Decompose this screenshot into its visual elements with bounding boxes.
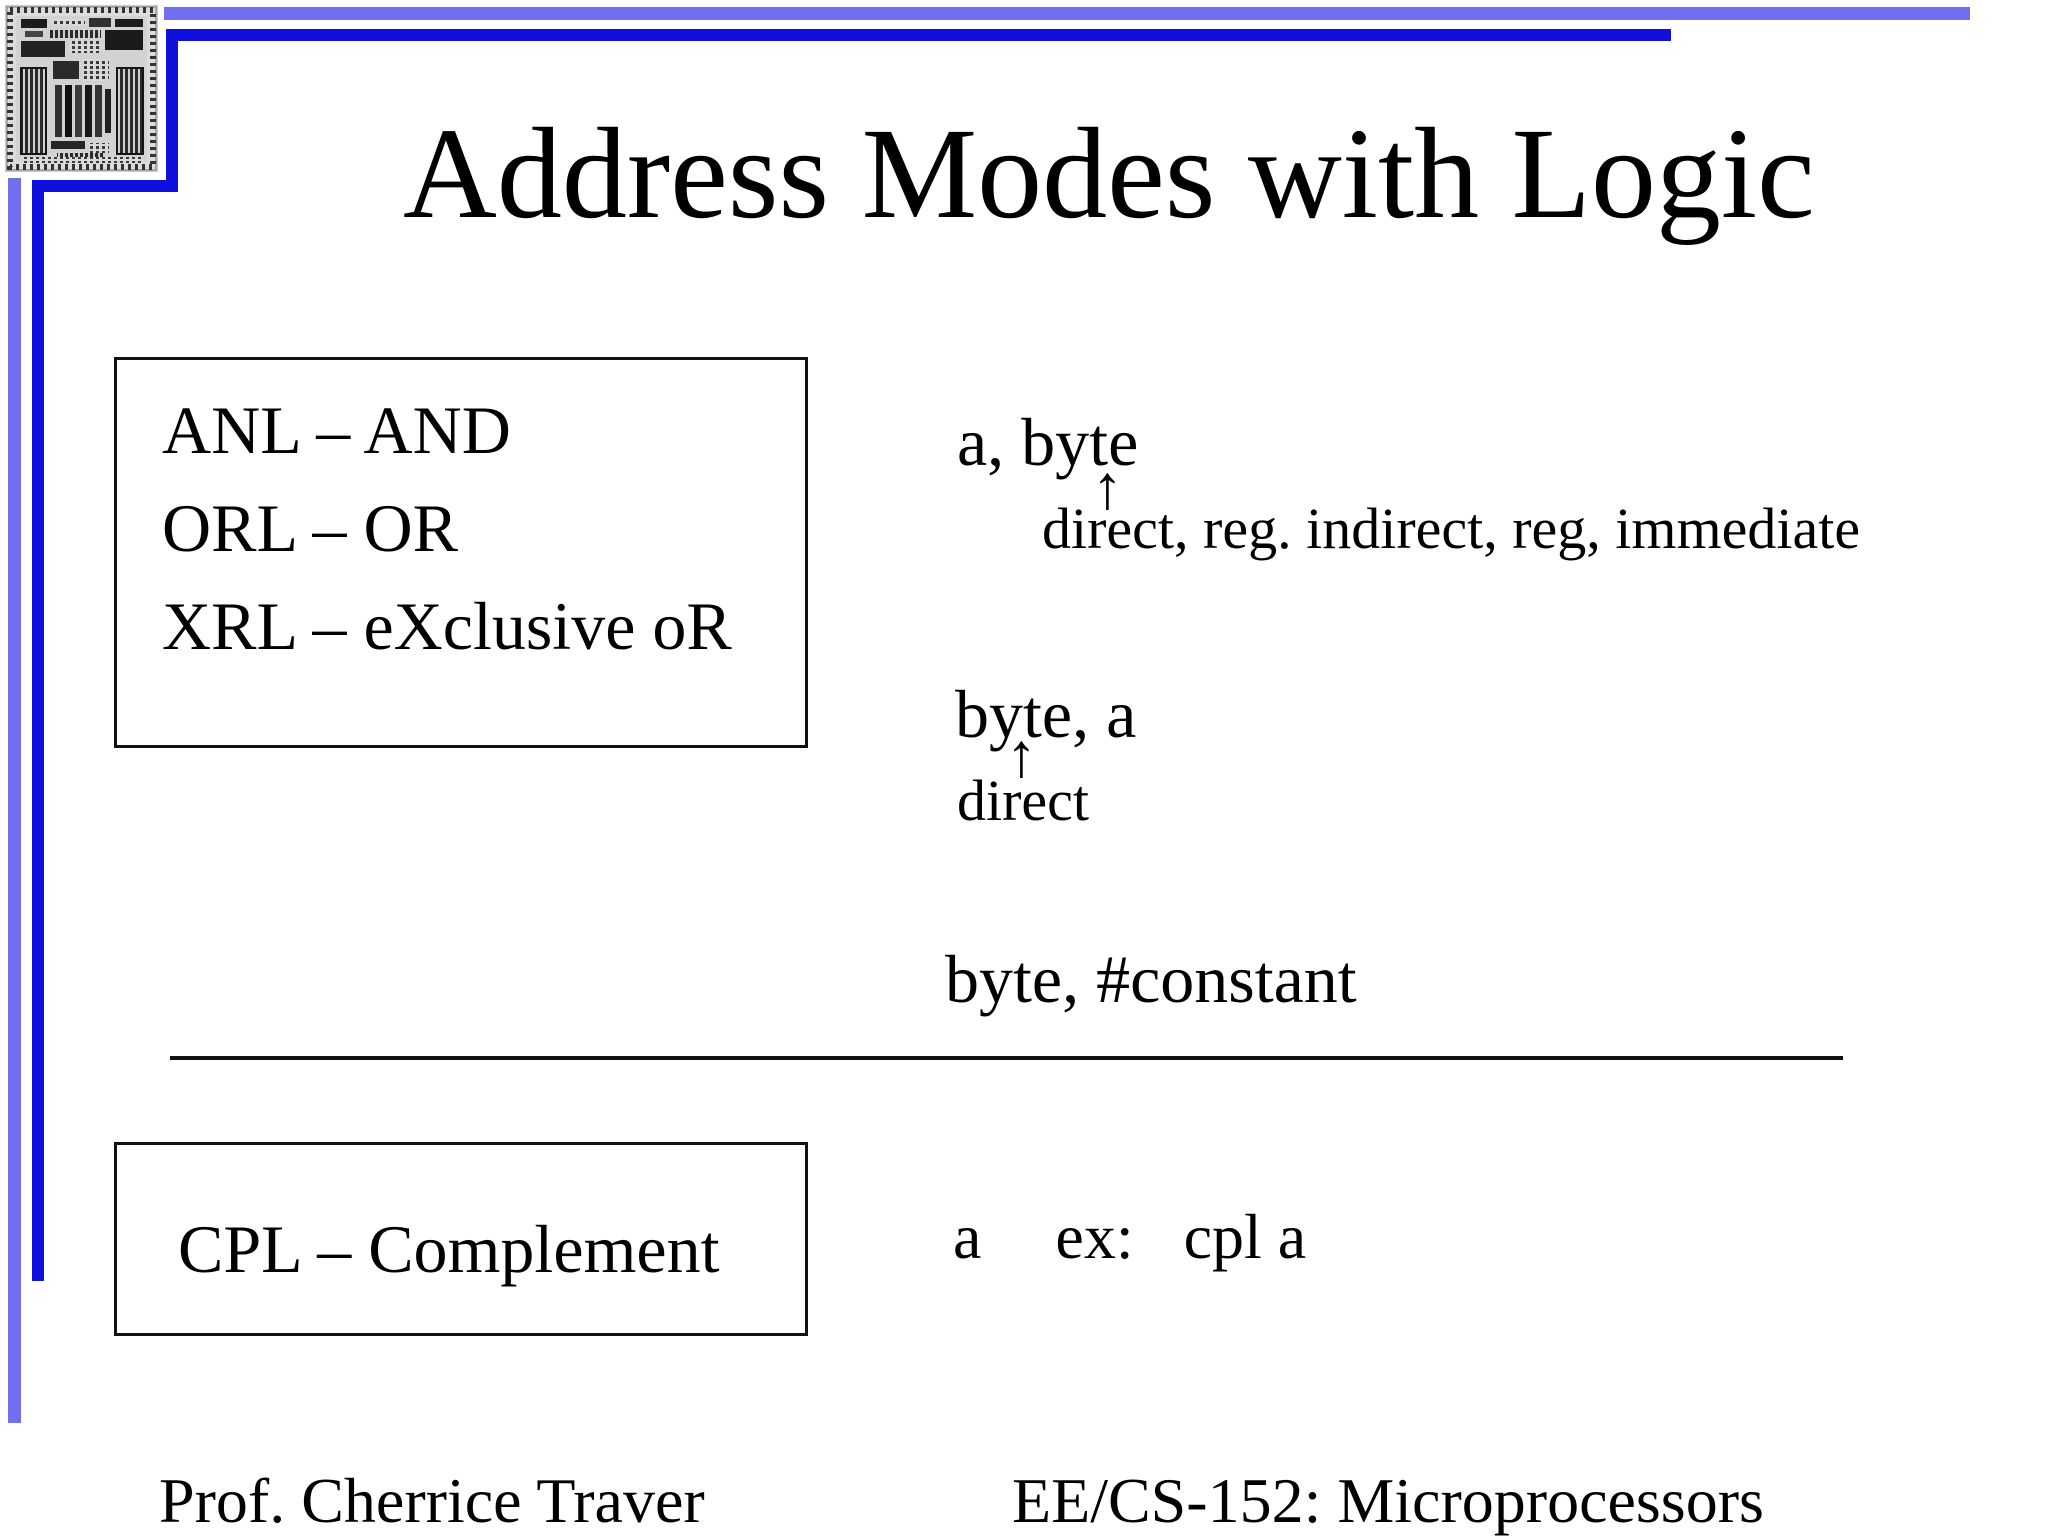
cpl-ex-label: ex: xyxy=(1055,1201,1134,1272)
logic-instructions-list: ANL – AND ORL – OR XRL – eXclusive oR xyxy=(162,381,732,675)
logic-line-xrl: XRL – eXclusive oR xyxy=(162,588,732,664)
cpl-box xyxy=(114,1142,808,1336)
cpl-label: CPL – Complement xyxy=(178,1211,720,1287)
top-rule-light xyxy=(164,7,1970,20)
left-rule-light xyxy=(8,178,21,1423)
left-rule-dark xyxy=(32,180,44,1281)
chip-die-image xyxy=(5,5,158,172)
modes-a-byte: direct, reg. indirect, reg, immediate xyxy=(1042,496,1861,561)
up-arrow-icon: ↑ xyxy=(1006,722,1037,790)
chip-die-icon xyxy=(5,5,158,172)
chip-right-rule-dark xyxy=(166,29,178,192)
operand-a-byte: a, byte xyxy=(957,404,1139,480)
operand-byte-a: byte, a xyxy=(955,676,1137,752)
cpl-example: cpl a xyxy=(1183,1201,1307,1272)
chip-bottom-rule-dark xyxy=(36,180,178,192)
top-rule-dark xyxy=(166,29,1671,41)
operand-byte-constant: byte, #constant xyxy=(945,941,1357,1017)
logic-line-anl: ANL – AND xyxy=(162,392,511,468)
footer-professor: Prof. Cherrice Traver xyxy=(159,1465,705,1536)
footer-course: EE/CS-152: Microprocessors xyxy=(1012,1465,1764,1536)
logic-line-orl: ORL – OR xyxy=(162,490,458,566)
up-arrow-icon: ↑ xyxy=(1092,454,1123,522)
modes-byte-a: direct xyxy=(957,768,1090,833)
slide-title: Address Modes with Logic xyxy=(403,102,1815,246)
logic-instructions-box xyxy=(114,357,808,748)
section-divider xyxy=(170,1056,1843,1060)
cpl-operand: a xyxy=(953,1201,982,1272)
